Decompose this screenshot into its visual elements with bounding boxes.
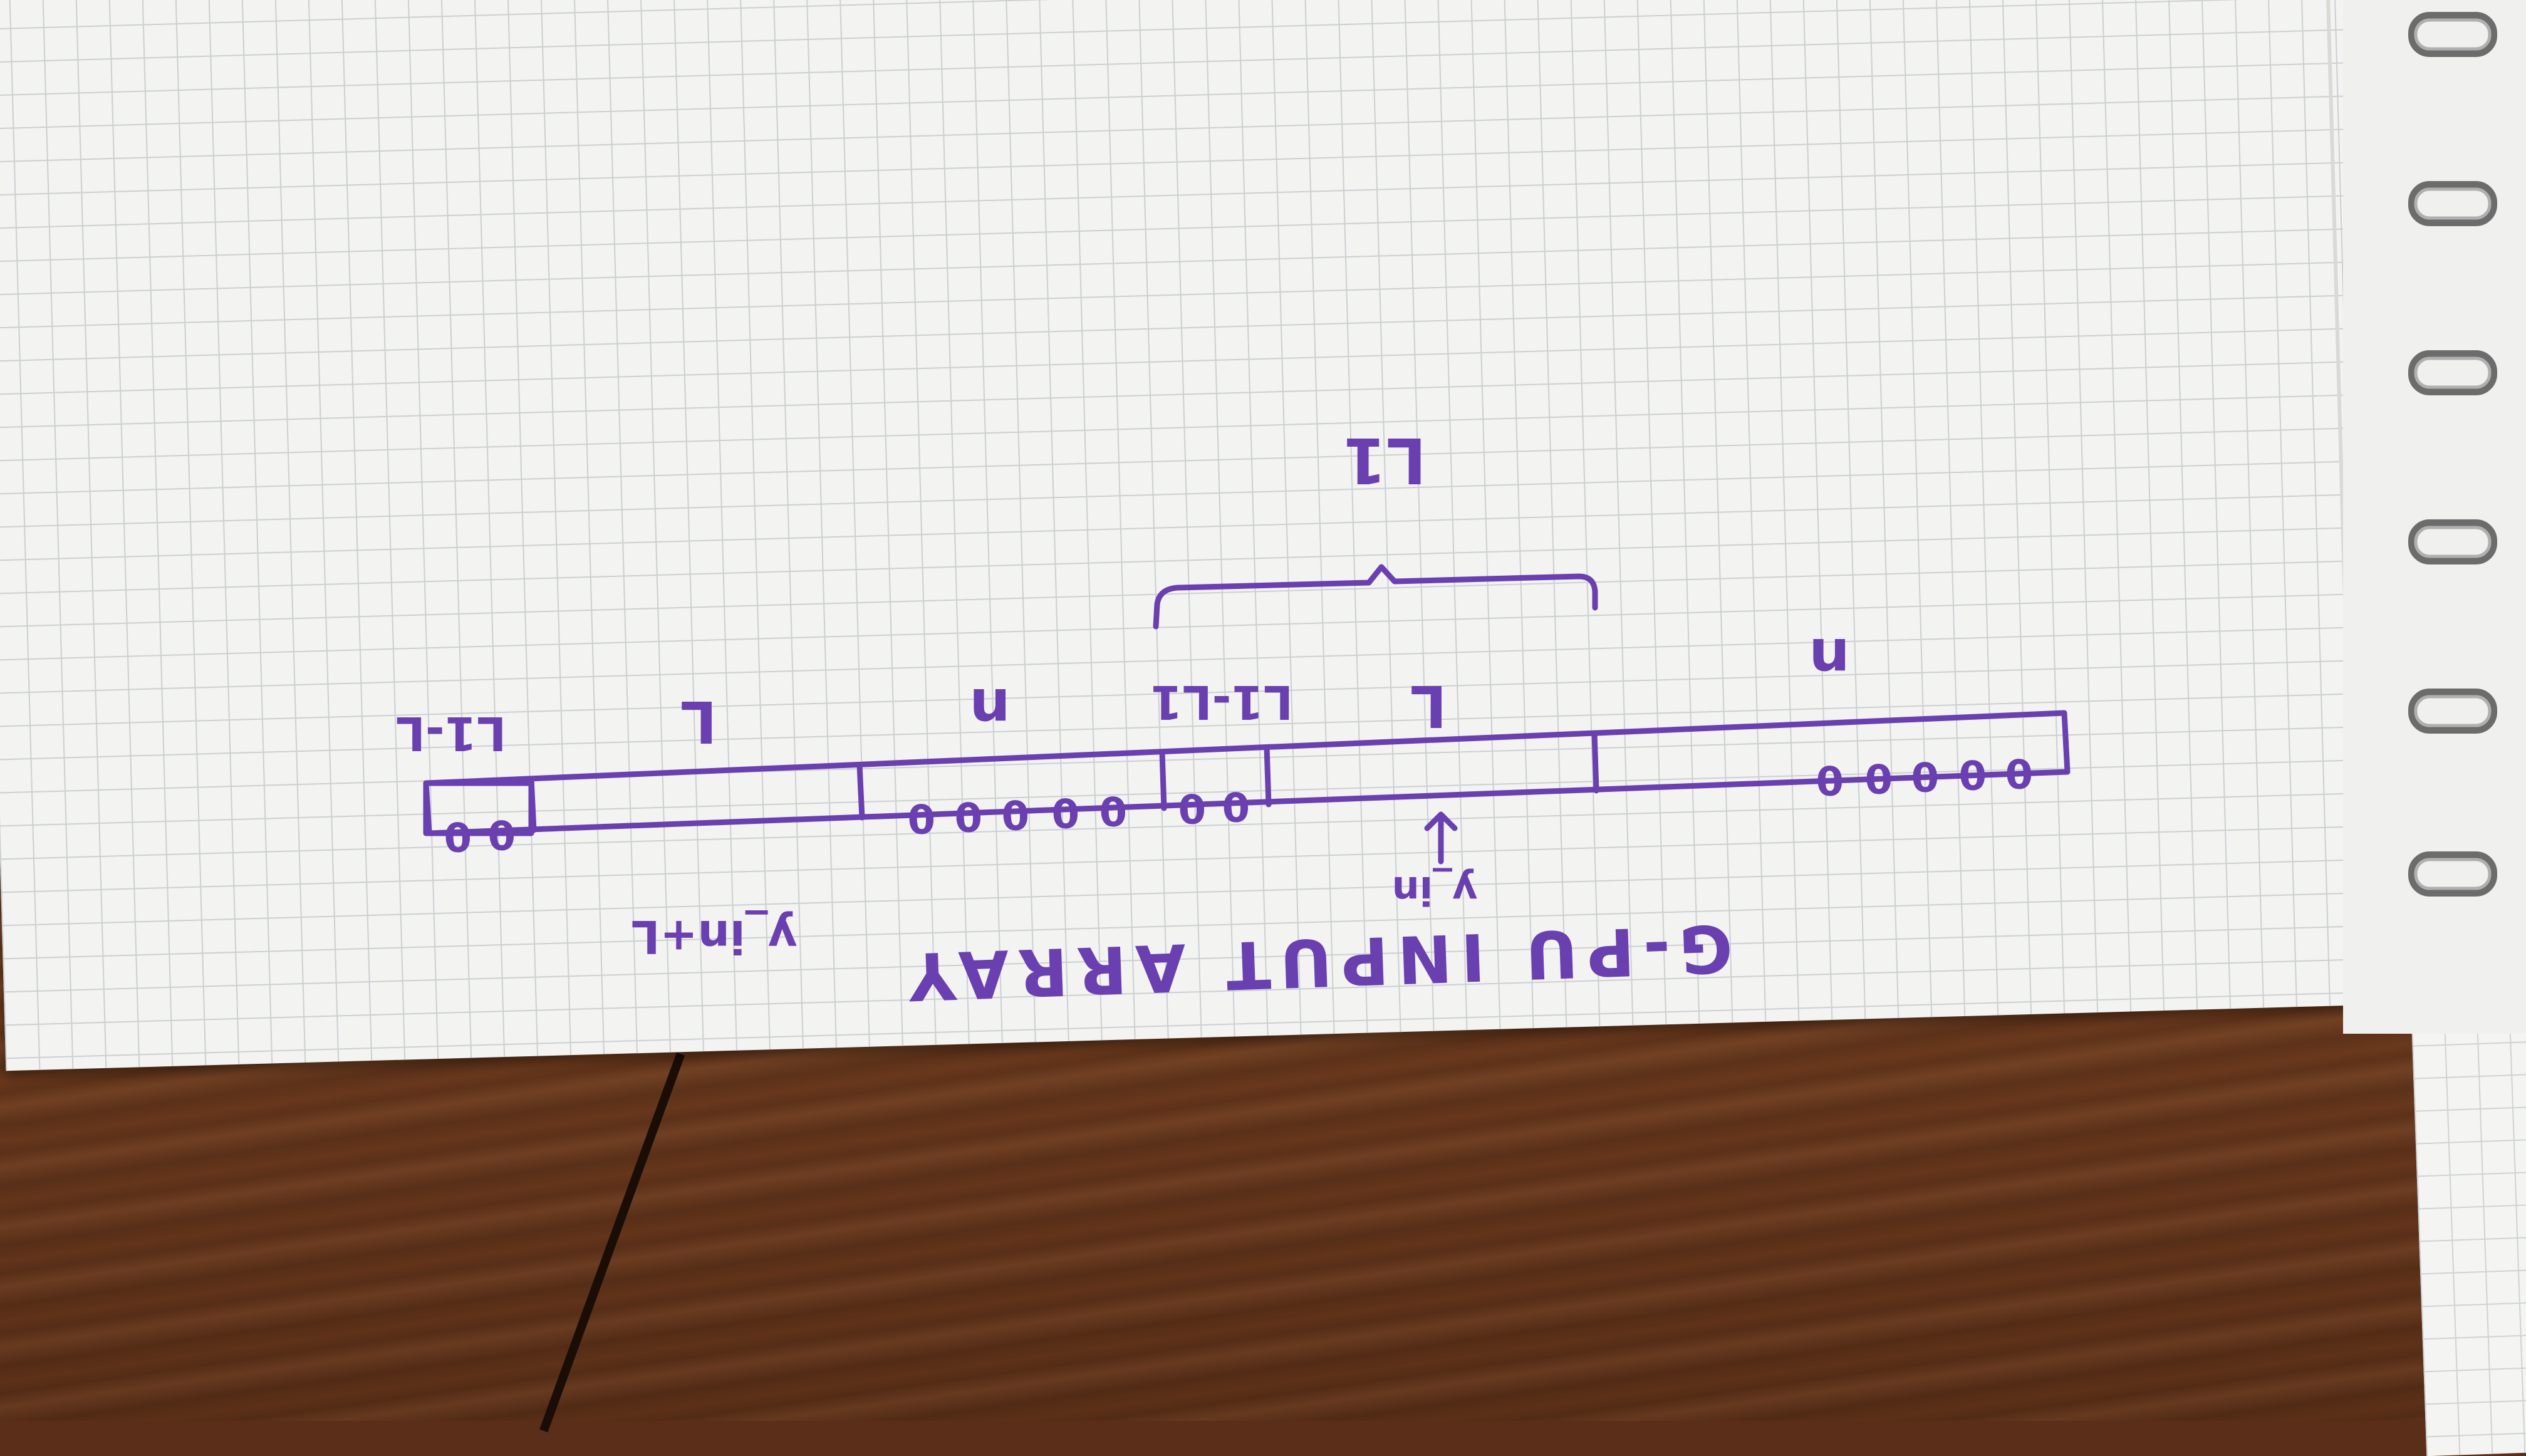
divider xyxy=(1591,730,1599,794)
cell-zero: 0 xyxy=(1221,782,1250,829)
divider xyxy=(1264,744,1272,808)
notebook-binding xyxy=(2343,0,2526,1034)
cell-zero: 0 xyxy=(443,812,472,860)
segment-label: L1-L xyxy=(396,706,507,760)
array-diagram: 0 0 0 0 0 0 0 0 0 0 0 0 0 0 n L L1-L1 n … xyxy=(396,424,2071,1015)
brace-label: L1 xyxy=(1343,424,1426,497)
cell-zero: 0 xyxy=(907,794,936,841)
cell-zero: 0 xyxy=(1864,754,1893,801)
spiral-ring-icon xyxy=(2408,689,2497,734)
cell-zero: 0 xyxy=(1098,786,1128,834)
cell-zero: 0 xyxy=(2004,749,2034,796)
segment-label: L1-L1 xyxy=(1150,675,1293,729)
diagram-title: G-PU INPUT ARRAY xyxy=(899,910,1734,1015)
divider xyxy=(856,762,865,821)
spiral-ring-icon xyxy=(2408,181,2497,226)
spiral-ring-icon xyxy=(2408,350,2497,395)
pointer-arrowhead xyxy=(1424,811,1458,831)
cell-zero: 0 xyxy=(1958,750,1987,798)
spiral-ring-icon xyxy=(2408,851,2497,897)
segment-label: n xyxy=(1809,625,1850,692)
brace xyxy=(1153,564,1598,630)
inner-box xyxy=(423,780,534,836)
spiral-ring-icon xyxy=(2408,519,2497,564)
divider xyxy=(1159,749,1167,811)
cell-zero: 0 xyxy=(1051,788,1080,836)
cell-zero: 0 xyxy=(487,810,516,858)
segment-label: L xyxy=(680,688,717,755)
cell-zero: 0 xyxy=(1177,784,1207,831)
cell-zero: 0 xyxy=(1815,756,1844,803)
segment-label: L xyxy=(1410,672,1447,739)
spiral-ring-icon xyxy=(2408,12,2497,57)
pointer-label: y_in xyxy=(1392,868,1478,913)
cell-zero: 0 xyxy=(954,792,983,840)
cell-zero: 0 xyxy=(1001,790,1030,838)
cell-zero: 0 xyxy=(1910,752,1940,799)
offset-label: y_in+L xyxy=(631,910,797,963)
segment-label: n xyxy=(969,675,1011,742)
